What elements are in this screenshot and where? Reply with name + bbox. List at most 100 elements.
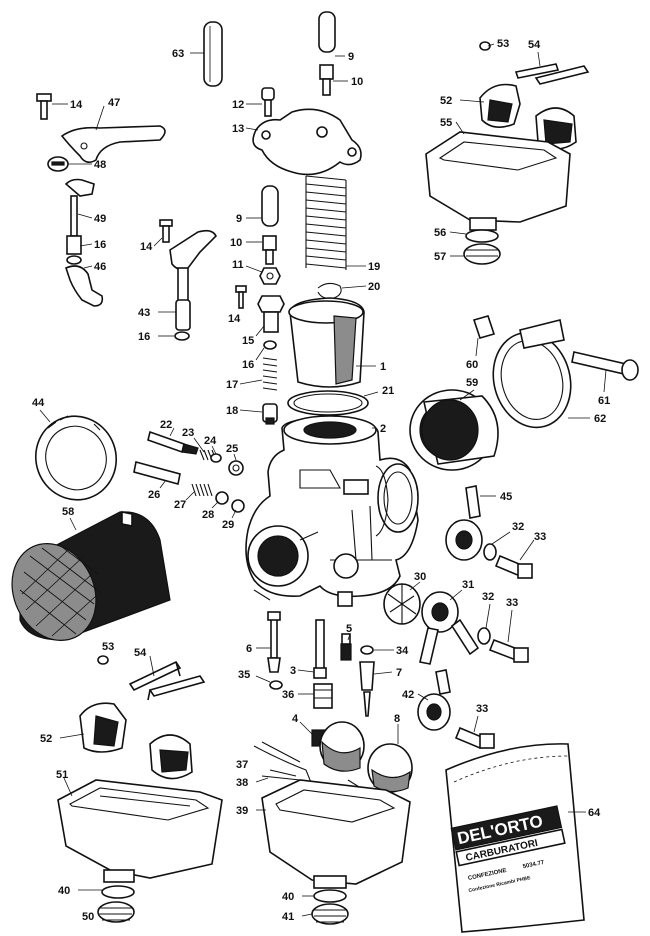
part-44-ring: [34, 415, 118, 501]
part-26-screw: [133, 461, 181, 485]
callout-56: 56: [434, 227, 446, 239]
part-3-atomiser: [313, 619, 327, 679]
callout-5: 5: [346, 623, 352, 635]
part-9-cap-mid: [261, 185, 279, 227]
part-36-jet-holder: [313, 683, 333, 709]
callout-14-l2: 14: [140, 241, 153, 253]
part-9-cap-top: [318, 11, 336, 53]
part-62-hose-clamp: [492, 319, 572, 429]
part-47-lever: [60, 125, 166, 164]
part-16-oring-left3: [174, 331, 190, 341]
part-39-float-bowl-center: [261, 779, 411, 889]
callout-48: 48: [94, 159, 106, 171]
callout-37: 37: [236, 759, 248, 771]
part-2-carburetor-body: [245, 415, 419, 607]
callout-layer: 63 9 10 12 13 14 47 48 49 16 46 14: [32, 38, 610, 923]
callout-9-mid: 9: [236, 213, 242, 225]
part-27-spring: [191, 483, 213, 497]
callout-3: 3: [290, 665, 296, 677]
callout-53-bl: 53: [102, 641, 114, 653]
part-63-tube: [203, 21, 223, 87]
callout-38: 38: [236, 777, 248, 789]
part-15-adjuster: [257, 295, 285, 333]
part-8-float: [319, 721, 413, 801]
callout-32-1: 32: [512, 521, 524, 533]
part-64-parts-bag: DEL'ORTO CARBURATORI CONFEZIONE 5034.77 …: [445, 743, 585, 933]
callout-42: 42: [402, 689, 414, 701]
part-1-throttle-slide: [288, 297, 365, 388]
callout-14-mid: 14: [228, 313, 241, 325]
part-52-float-bl2: [149, 734, 193, 780]
part-50-drain-plug: [97, 901, 135, 923]
part-7-needle-valve: [359, 661, 375, 717]
part-49-adjuster-rod: [64, 178, 95, 255]
callout-52-tr: 52: [440, 95, 452, 107]
callout-27: 27: [174, 499, 186, 511]
callout-61: 61: [598, 395, 610, 407]
part-52-float-bl: [79, 702, 127, 753]
callout-51: 51: [56, 769, 68, 781]
part-14-screw-top-left: [36, 93, 52, 120]
part-31-fitting: [419, 591, 480, 665]
part-60-clamp-block: [472, 315, 496, 339]
part-46-cable-bracket: [65, 265, 104, 307]
callout-33-1: 33: [534, 531, 546, 543]
callout-35: 35: [238, 669, 250, 681]
bag-code: 5034.77: [522, 860, 545, 871]
callout-10-top: 10: [351, 76, 363, 88]
callout-12: 12: [232, 99, 244, 111]
part-10-nut-mid: [262, 235, 277, 265]
part-23-spring: [199, 449, 217, 461]
callout-24: 24: [204, 435, 217, 447]
part-24-washer: [210, 453, 222, 463]
callout-21: 21: [382, 385, 394, 397]
callout-64: 64: [588, 807, 601, 819]
part-10-nut-top: [319, 64, 334, 96]
part-33-bolt-2: [488, 638, 529, 663]
callout-54-bl: 54: [134, 647, 147, 659]
part-14-screw-left2: [159, 219, 173, 243]
callout-2: 2: [380, 423, 386, 435]
part-43-shaft: [175, 267, 191, 331]
part-32-washer-1: [483, 543, 497, 561]
part-59-rubber-sleeve: [409, 389, 499, 471]
part-45-banjo: [445, 485, 483, 561]
callout-16-mid: 16: [242, 359, 254, 371]
part-33-bolt-1: [494, 554, 533, 579]
callout-41: 41: [282, 911, 294, 923]
part-5-jet: [340, 633, 352, 661]
callout-39: 39: [236, 805, 248, 817]
callout-9-top: 9: [348, 51, 354, 63]
callout-26: 26: [148, 489, 160, 501]
callout-13: 13: [232, 123, 244, 135]
callout-28: 28: [202, 509, 214, 521]
callout-55: 55: [440, 117, 452, 129]
callout-32-2: 32: [482, 591, 494, 603]
callout-4: 4: [292, 713, 299, 725]
part-6-needle: [267, 611, 281, 673]
callout-63: 63: [172, 48, 184, 60]
part-53-clip-bl: [97, 655, 109, 665]
part-21-gasket-ring: [287, 390, 369, 416]
part-51-float-bowl-bl: [57, 779, 223, 883]
part-22-screw: [147, 430, 199, 455]
callout-16-l3: 16: [138, 331, 150, 343]
part-37-wire: [253, 741, 319, 801]
callout-54-tr: 54: [528, 39, 541, 51]
part-48-nut: [47, 156, 69, 172]
part-42-banjo: [417, 669, 451, 731]
callout-15: 15: [242, 335, 254, 347]
callout-33-3: 33: [476, 703, 488, 715]
callout-1: 1: [380, 361, 386, 373]
callout-18: 18: [226, 405, 238, 417]
part-17-spring-small: [262, 357, 278, 391]
part-33-bolt-3: [454, 726, 495, 750]
callout-47: 47: [108, 97, 120, 109]
part-53-clip-tr: [479, 41, 491, 51]
callout-46: 46: [94, 261, 106, 273]
part-58-air-filter: [11, 511, 171, 641]
part-40-gasket-center: [313, 889, 347, 903]
part-12-screw: [261, 87, 275, 117]
part-19-spring: [305, 175, 347, 270]
